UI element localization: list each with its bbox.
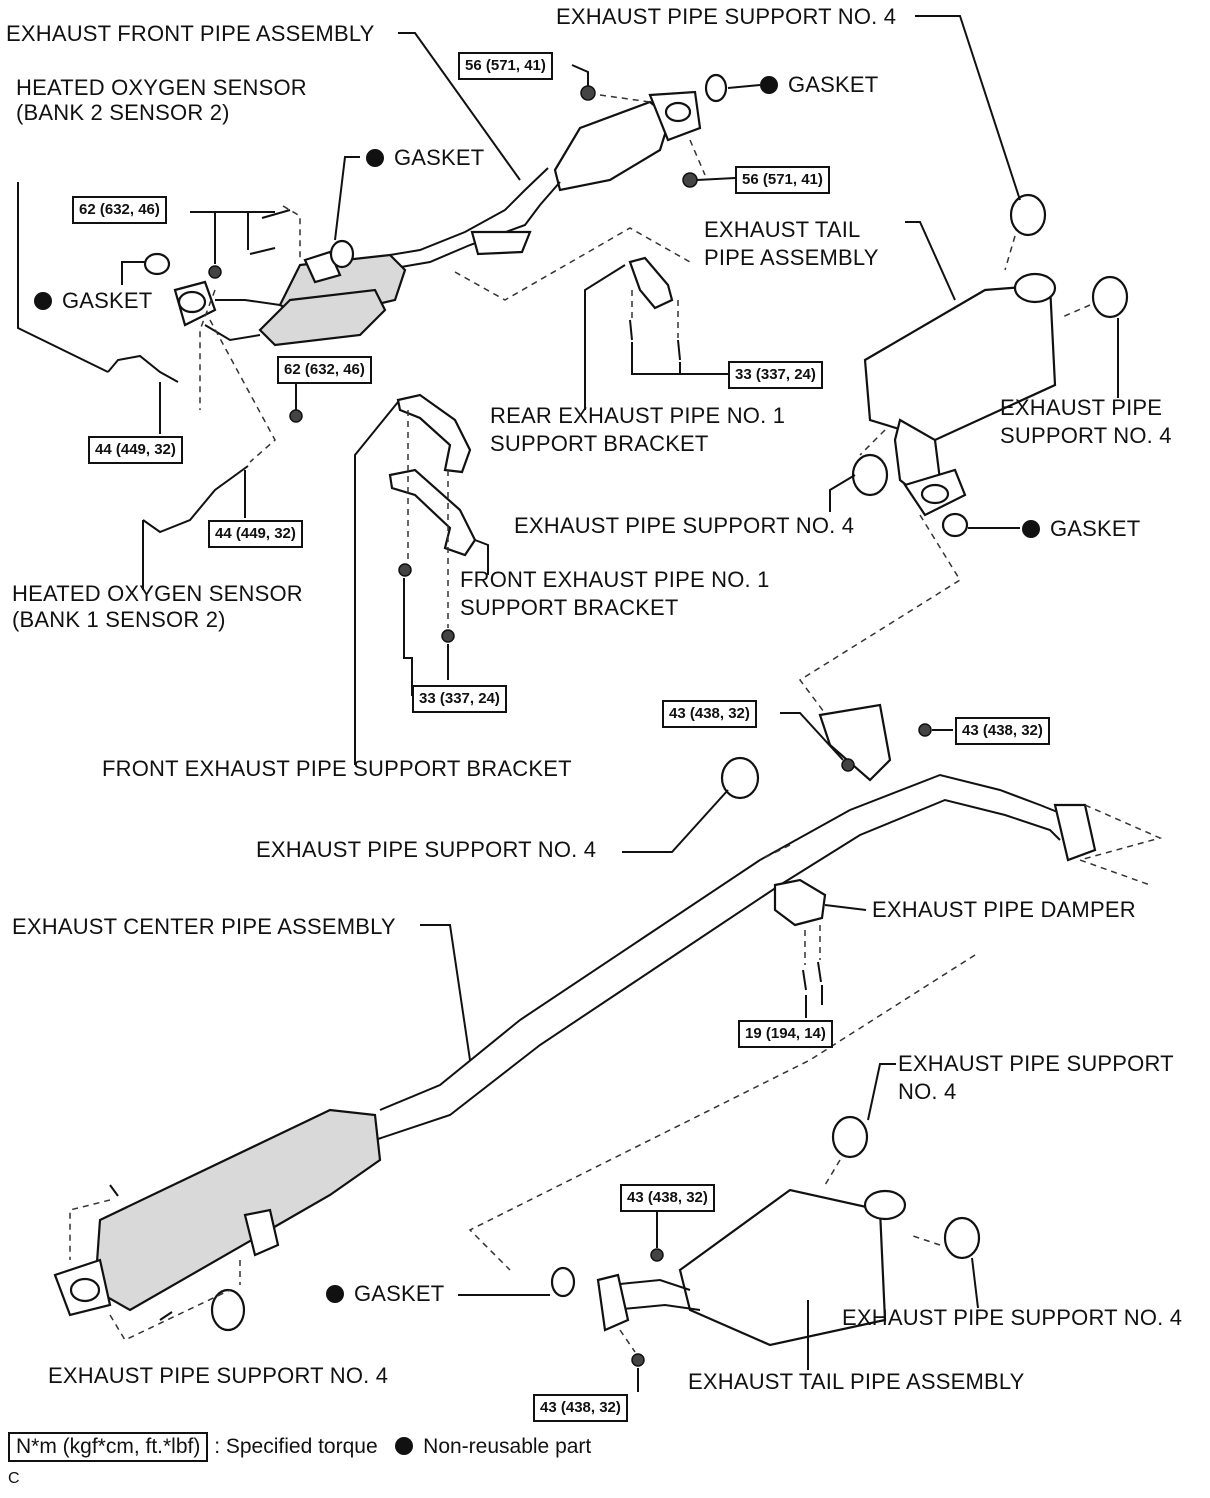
exhaust-pipe-support-icon [1091,275,1129,319]
bolt-icon [261,209,291,219]
bolt-icon [109,1184,119,1197]
label-heated-oxygen-sensor-bank1-sub: (BANK 1 SENSOR 2) [12,607,226,632]
label-exhaust-pipe-support-center: EXHAUST PIPE SUPPORT NO. 4 [256,837,597,862]
front-exhaust-pipe-support-bracket-part [396,393,472,474]
exhaust-pipe-support-icon [210,1288,246,1332]
bolt-icon [159,1311,173,1321]
label-gasket-mid-right: GASKET [1022,515,1140,543]
torque-spec-box: 43 (438, 32) [533,1394,628,1422]
label-front-exhaust-pipe-no1-bracket-sub: SUPPORT BRACKET [460,595,679,620]
non-reusable-dot-icon [326,1285,344,1303]
label-exhaust-pipe-support-mid: EXHAUST PIPE SUPPORT NO. 4 [514,513,855,538]
label-exhaust-pipe-support-top: EXHAUST PIPE SUPPORT NO. 4 [556,4,897,29]
label-heated-oxygen-sensor-bank2: HEATED OXYGEN SENSOR [16,75,307,100]
nut-icon [289,409,303,423]
torque-spec-box: 62 (632, 46) [72,196,167,224]
exhaust-pipe-support-icon [1009,193,1047,237]
oxygen-sensor-bank1-icon [142,465,249,534]
torque-spec-box: 43 (438, 32) [662,700,757,728]
exhaust-pipe-support-icon [851,453,889,497]
label-rear-exhaust-pipe-bracket-sub: SUPPORT BRACKET [490,431,709,456]
label-gasket-left: GASKET [34,287,152,315]
torque-spec-box: 43 (438, 32) [620,1184,715,1212]
label-exhaust-pipe-support-bottom-left: EXHAUST PIPE SUPPORT NO. 4 [48,1363,389,1388]
label-exhaust-front-pipe-assembly: EXHAUST FRONT PIPE ASSEMBLY [6,21,375,46]
legend-torque-format: N*m (kgf*cm, ft.*lbf) [8,1432,209,1462]
label-exhaust-tail-pipe-upper: EXHAUST TAIL [704,217,861,242]
label-exhaust-pipe-support-right-sub: SUPPORT NO. 4 [1000,423,1172,448]
torque-spec-box: 44 (449, 32) [208,520,303,548]
label-exhaust-pipe-support-lower: EXHAUST PIPE SUPPORT [898,1051,1174,1076]
gasket-ring-bottom [550,1266,576,1298]
torque-spec-box: 56 (571, 41) [735,166,830,194]
gasket-ring-top-center [329,239,355,269]
exhaust-pipe-support-icon [943,1216,981,1260]
gasket-ring-top-right [704,73,728,103]
label-rear-exhaust-pipe-bracket: REAR EXHAUST PIPE NO. 1 [490,403,786,428]
label-front-exhaust-pipe-support-bracket: FRONT EXHAUST PIPE SUPPORT BRACKET [102,756,572,781]
label-exhaust-pipe-support-bottom-right: EXHAUST PIPE SUPPORT NO. 4 [842,1305,1183,1330]
torque-spec-box: 33 (337, 24) [728,361,823,389]
non-reusable-dot-icon [1022,520,1040,538]
exhaust-pipe-damper-part [773,878,827,927]
label-exhaust-pipe-support-right: EXHAUST PIPE [1000,395,1163,420]
label-exhaust-pipe-support-lower-sub: NO. 4 [898,1079,957,1104]
torque-spec-box: 33 (337, 24) [412,685,507,713]
torque-spec-box: 43 (438, 32) [955,717,1050,745]
label-exhaust-center-pipe-assembly: EXHAUST CENTER PIPE ASSEMBLY [12,914,396,939]
nut-icon [682,172,698,188]
legend: N*m (kgf*cm, ft.*lbf) : Specified torque… [8,1432,591,1462]
legend-nonreusable-desc: Non-reusable part [423,1435,592,1458]
rear-exhaust-pipe-bracket-part [628,256,674,310]
label-gasket-bottom: GASKET [326,1280,444,1308]
gasket-ring-left [143,252,171,276]
nut-icon [580,85,596,101]
gasket-ring-mid-right [941,512,969,538]
non-reusable-dot-icon [34,292,52,310]
label-heated-oxygen-sensor-bank2-sub: (BANK 2 SENSOR 2) [16,100,230,125]
torque-spec-box: 62 (632, 46) [277,356,372,384]
bolt-icon [249,247,276,255]
label-gasket-top-center: GASKET [366,144,484,172]
torque-spec-box: 56 (571, 41) [458,52,553,80]
torque-spec-box: 44 (449, 32) [88,436,183,464]
nut-icon [208,265,222,279]
non-reusable-dot-icon [760,76,778,94]
label-exhaust-pipe-damper: EXHAUST PIPE DAMPER [872,897,1136,922]
exhaust-center-pipe-assembly [53,703,1097,1317]
exhaust-tail-pipe-assembly-lower [596,1188,907,1347]
exhaust-front-pipe-assembly [173,90,702,347]
label-exhaust-tail-pipe-upper-sub: PIPE ASSEMBLY [704,245,879,270]
non-reusable-dot-icon [366,149,384,167]
label-front-exhaust-pipe-no1-bracket: FRONT EXHAUST PIPE NO. 1 [460,567,770,592]
exhaust-pipe-support-icon [831,1115,869,1159]
exhaust-pipe-support-icon [720,756,760,800]
legend-torque-desc: : Specified torque [214,1435,378,1458]
figure-code: C [8,1470,20,1487]
label-exhaust-tail-pipe-lower: EXHAUST TAIL PIPE ASSEMBLY [688,1369,1025,1394]
non-reusable-dot-icon [395,1437,414,1455]
label-heated-oxygen-sensor-bank1: HEATED OXYGEN SENSOR [12,581,303,606]
exhaust-tail-pipe-assembly-upper [863,272,1057,517]
front-exhaust-pipe-no1-bracket-part [388,468,477,557]
torque-spec-box: 19 (194, 14) [738,1020,833,1048]
label-gasket-top-right: GASKET [760,71,878,99]
oxygen-sensor-bank2-icon [107,354,179,383]
